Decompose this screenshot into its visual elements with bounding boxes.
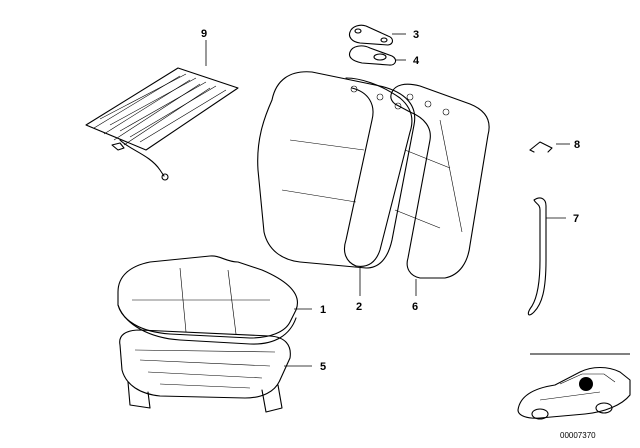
heating-mat-part xyxy=(85,67,239,181)
leader-lines xyxy=(205,33,570,367)
seat-frame-part xyxy=(119,329,291,413)
hook-clip-part xyxy=(529,141,553,153)
car-silhouette-icon xyxy=(517,353,631,420)
callout-7: 7 xyxy=(573,213,579,225)
backrest-cushion-part xyxy=(257,71,416,269)
backrest-frame-part xyxy=(390,83,490,279)
wire-spring-part xyxy=(527,197,547,316)
callout-3: 3 xyxy=(413,29,419,41)
callout-9: 9 xyxy=(201,28,207,40)
callout-1: 1 xyxy=(320,304,326,316)
clip-part-3 xyxy=(348,24,394,46)
reference-code: 00007370 xyxy=(560,431,596,440)
grommet-part-4 xyxy=(348,45,397,66)
callout-6: 6 xyxy=(412,301,418,313)
callout-5: 5 xyxy=(320,361,326,373)
callout-4: 4 xyxy=(413,55,420,67)
callout-2: 2 xyxy=(356,301,362,313)
seat-cushion-part xyxy=(117,255,298,345)
callout-8: 8 xyxy=(574,139,580,151)
